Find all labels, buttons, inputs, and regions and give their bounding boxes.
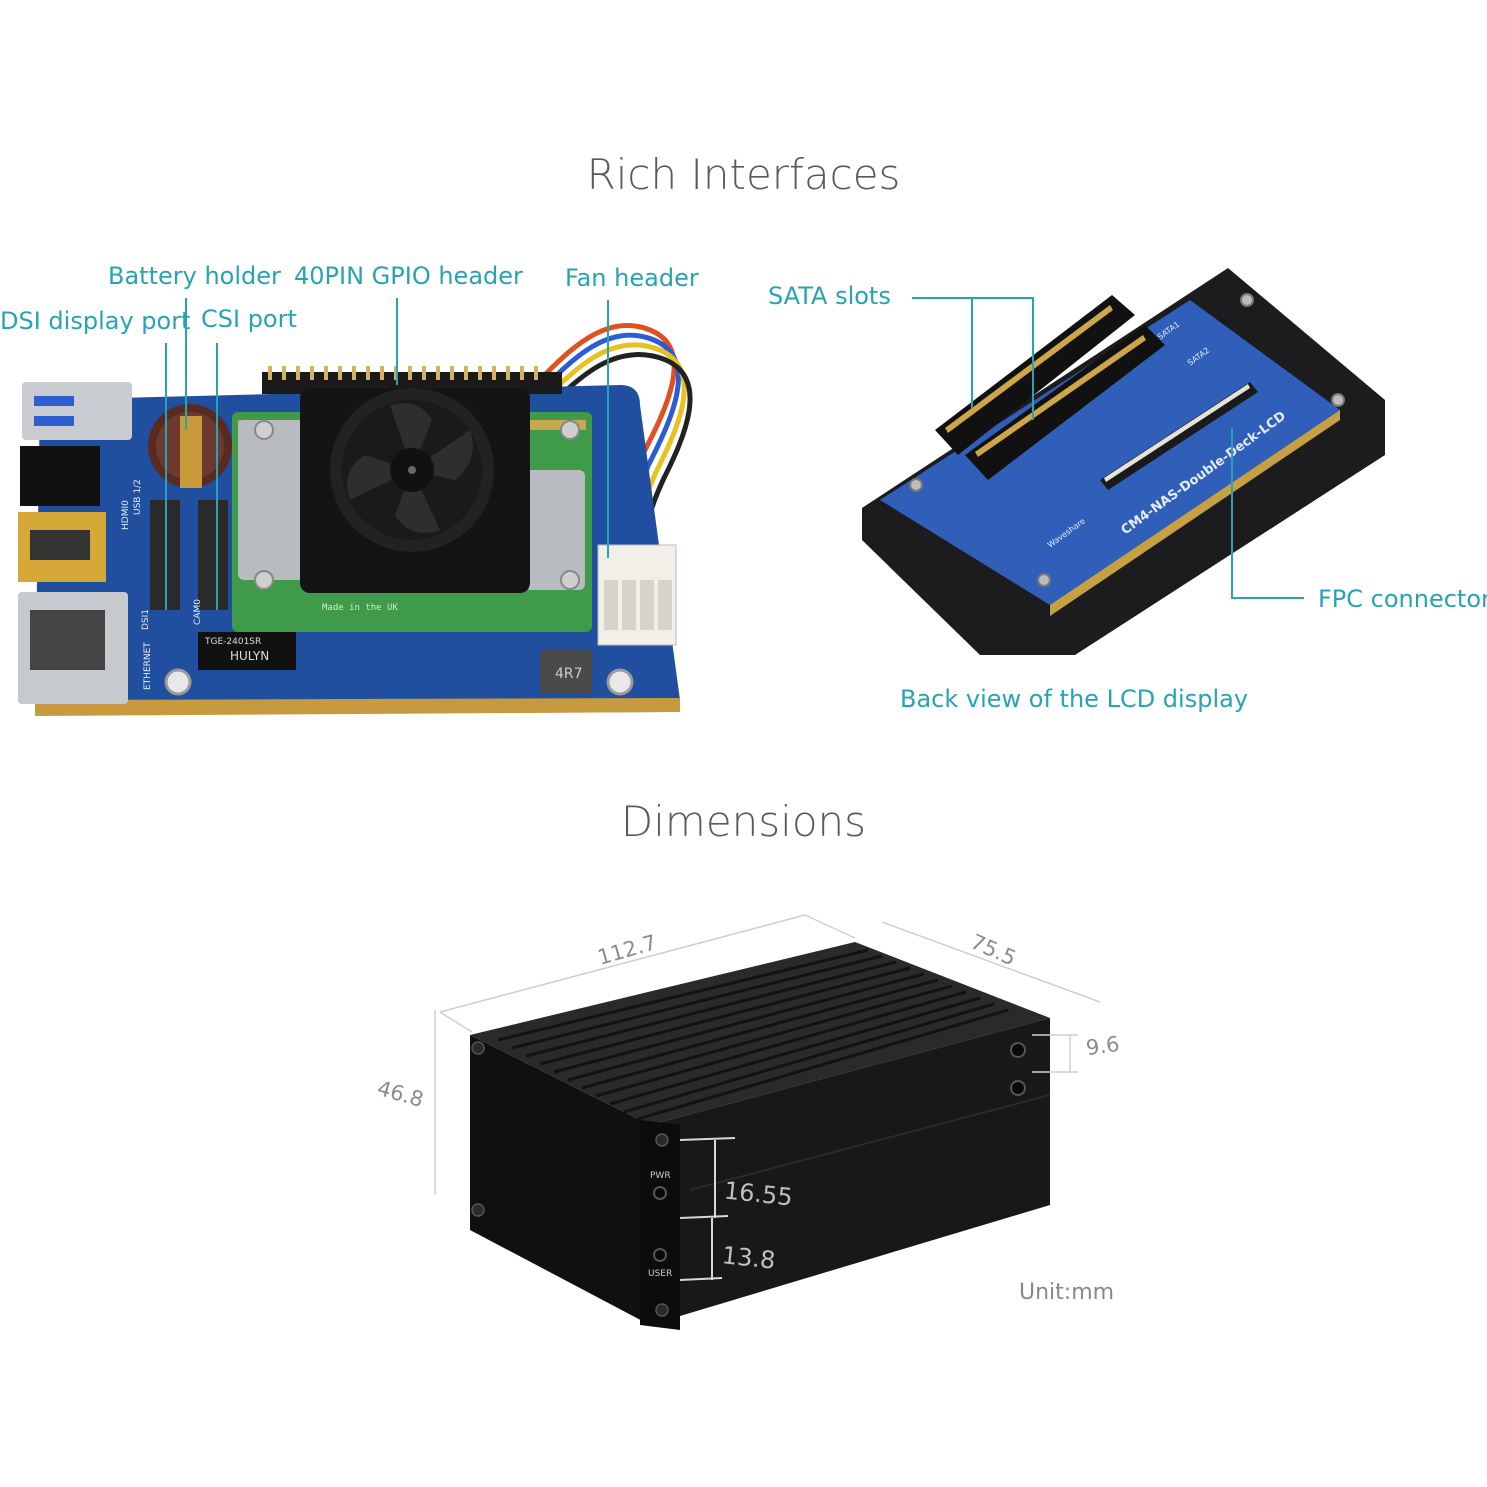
lcd-caption: Back view of the LCD display: [900, 685, 1249, 713]
inductor-text: 4R7: [555, 666, 583, 682]
pcb-edge: [35, 698, 680, 716]
transformer-brand-text: HULYN: [230, 649, 269, 663]
enclosure-side: [470, 1035, 650, 1325]
gpio-header-label: 40PIN GPIO header: [294, 262, 523, 290]
csi-connector: [198, 500, 228, 610]
sata-slot-2: [965, 325, 1165, 480]
button-dimension-lines: [679, 1137, 736, 1281]
usb-port: [22, 382, 132, 440]
ethernet-transformer: [198, 632, 296, 670]
unit-label: Unit:mm: [1019, 1280, 1115, 1305]
fpc-connector-label: FPC connector: [1318, 585, 1487, 613]
ethernet-silk: ETHERNET: [143, 642, 153, 690]
hdmi-silk: HDMI0: [121, 500, 131, 530]
rich-interfaces-title: Rich Interfaces: [586, 150, 901, 199]
lcd-fpc-connector: [1100, 382, 1258, 490]
enclosure-front: [650, 1018, 1050, 1325]
dsi-port-label: DSI display port: [0, 307, 191, 335]
heatsink-bracket-right: [525, 470, 585, 590]
battery-contact: [180, 416, 202, 488]
dsi-silk: DSI1: [141, 609, 151, 630]
cam-silk: CAM0: [193, 599, 203, 625]
fan-header-label: Fan header: [565, 264, 699, 292]
inductor: [540, 650, 592, 694]
dimension-lines: [434, 914, 1101, 1195]
board-callout-lines: [165, 298, 609, 610]
lcd-callout-lines: [912, 297, 1304, 599]
dimensions-title: Dimensions: [620, 797, 867, 846]
lcd-pcb: [880, 300, 1340, 605]
battery-holder-label: Battery holder: [108, 262, 281, 290]
power-jack: [20, 446, 100, 506]
pwr-label: PWR: [650, 1171, 671, 1181]
heat-fins: [497, 948, 1009, 1121]
dim-button-gap: 9.6: [1084, 1031, 1121, 1061]
dim-led-bottom: 13.8: [720, 1241, 777, 1275]
enclosure-ports: [653, 1042, 1026, 1262]
made-in-text: Made in the UK: [322, 603, 398, 613]
enclosure-end-plate: [640, 1120, 680, 1330]
usb-silk: USB 1/2: [133, 479, 143, 515]
csi-port-label: CSI port: [201, 305, 297, 333]
user-label: USER: [648, 1269, 672, 1279]
sata-slot-1: [935, 295, 1135, 455]
heatsink-bracket-left: [238, 420, 308, 580]
sata-slots-label: SATA slots: [768, 282, 891, 310]
transformer-model-text: TGE-2401SR: [204, 637, 261, 647]
